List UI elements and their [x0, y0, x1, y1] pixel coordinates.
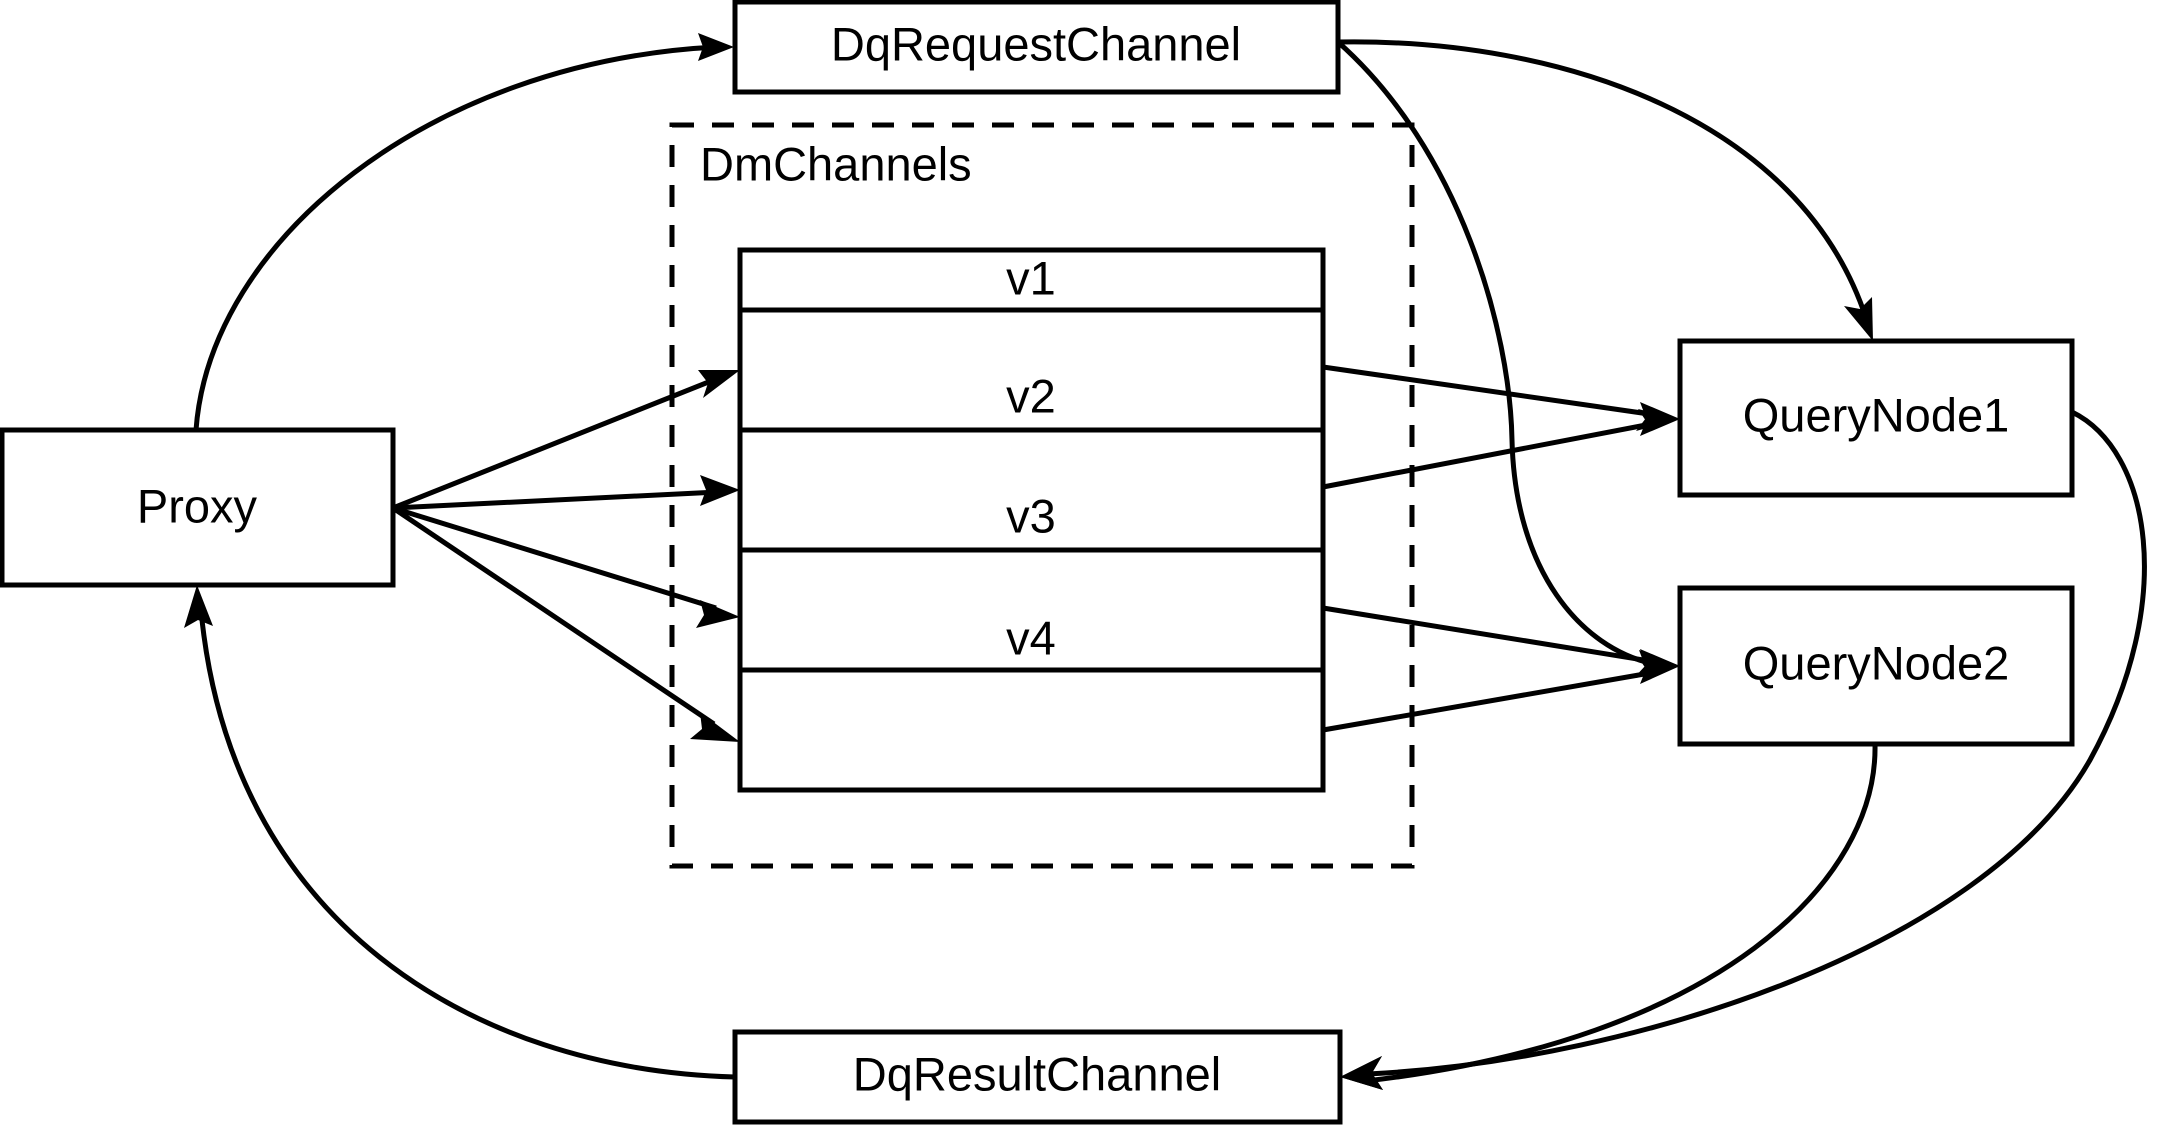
channel-label-v4: v4	[1006, 611, 1056, 664]
edge-proxy-to-v4	[391, 505, 740, 742]
arrow-head-icon	[1340, 1056, 1383, 1090]
arrow-head-icon	[184, 585, 213, 628]
query-node-1-box[interactable]	[1677, 338, 2075, 498]
dq-request-channel-label: DqRequestChannel	[831, 17, 1241, 70]
arrow-head-icon	[696, 600, 740, 628]
edge-v1-to-querynode1	[1322, 364, 1680, 431]
dmchannels-group-label: DmChannels	[700, 137, 972, 190]
channel-label-v2: v2	[1006, 369, 1056, 422]
dq-result-channel-label: DqResultChannel	[853, 1047, 1221, 1100]
edge-proxy-to-v3	[392, 505, 740, 628]
proxy-label: Proxy	[137, 479, 258, 532]
edge-querynode1-to-dqresultchannel	[1340, 409, 2147, 1090]
edge-dqrequestchannel-to-querynode1	[1337, 39, 1873, 341]
query-node-2-box[interactable]	[1677, 585, 2075, 747]
proxy-box[interactable]	[0, 427, 396, 588]
arrow-head-icon	[698, 33, 734, 61]
dq-request-channel-box[interactable]	[732, 0, 1341, 95]
edge-dqrequestchannel-to-querynode2	[1336, 40, 1680, 678]
edge-v3-to-querynode2	[1322, 605, 1680, 678]
arrow-head-icon	[1844, 297, 1873, 341]
dmchannels-group-box	[669, 122, 1415, 869]
channel-label-v3: v3	[1006, 489, 1056, 542]
dmchannels-stack-box	[737, 247, 1326, 793]
query-node-2-label: QueryNode2	[1743, 636, 2010, 689]
arrow-head-icon	[1638, 409, 1680, 436]
arrow-head-icon	[690, 712, 740, 742]
arrow-head-icon	[698, 370, 740, 398]
edge-proxy-to-v1	[392, 370, 740, 511]
query-node-1-label: QueryNode1	[1743, 388, 2010, 441]
edge-querynode2-to-dqresultchannel	[1340, 743, 1878, 1090]
edge-v2-to-querynode1	[1322, 409, 1680, 490]
edge-dqresultchannel-to-proxy	[184, 585, 736, 1080]
arrow-head-icon	[1634, 650, 1680, 678]
edge-proxy-to-v2	[392, 475, 740, 511]
arrow-head-icon	[700, 475, 740, 506]
edge-proxy-to-dqrequestchannel	[193, 33, 734, 431]
dq-result-channel-box[interactable]	[732, 1029, 1343, 1125]
channel-label-v1: v1	[1006, 251, 1056, 304]
edge-v4-to-querynode2	[1322, 657, 1680, 733]
